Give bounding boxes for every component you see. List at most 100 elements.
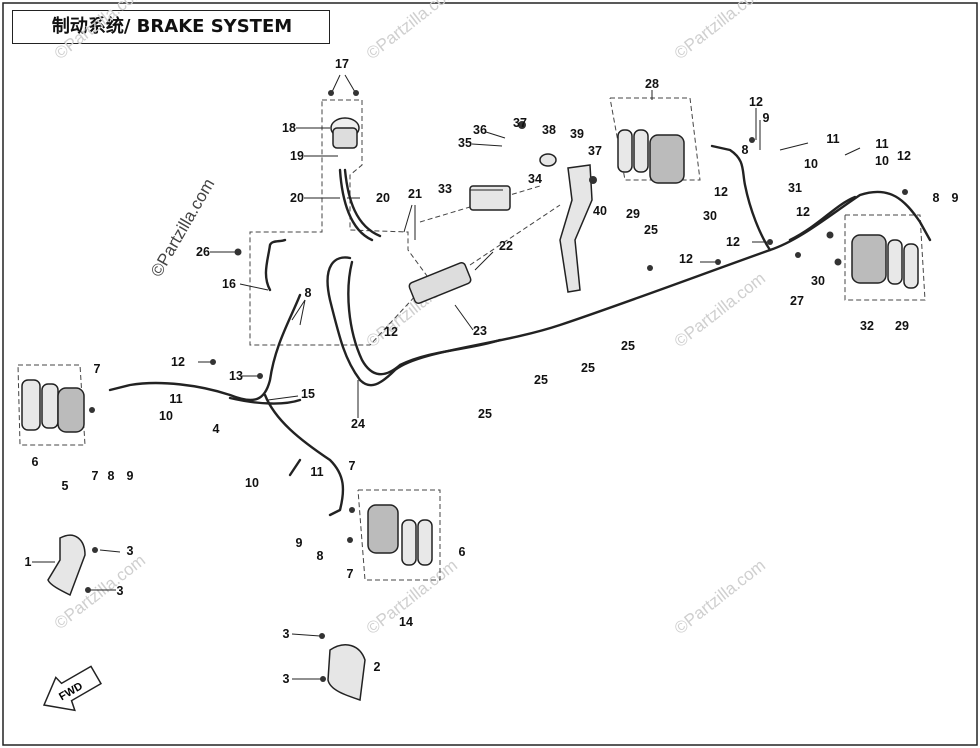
callout-12: 12 — [171, 355, 185, 369]
callout-5: 5 — [62, 479, 69, 493]
callout-1: 1 — [25, 555, 32, 569]
callout-19: 19 — [290, 149, 304, 163]
group-frames — [17, 97, 926, 581]
callout-16: 16 — [222, 277, 236, 291]
callout-25: 25 — [644, 223, 658, 237]
callout-18: 18 — [282, 121, 296, 135]
callout-26: 26 — [196, 245, 210, 259]
callout-37: 37 — [513, 116, 527, 130]
callout-30: 30 — [811, 274, 825, 288]
pedal-arm — [559, 164, 593, 293]
callout-28: 28 — [645, 77, 659, 91]
callout-12: 12 — [726, 235, 740, 249]
callout-40: 40 — [593, 204, 607, 218]
callout-8: 8 — [933, 191, 940, 205]
master-cylinder-frame — [249, 99, 431, 346]
callout-9: 9 — [952, 191, 959, 205]
callout-37: 37 — [588, 144, 602, 158]
callout-22: 22 — [499, 239, 513, 253]
reservoir — [332, 127, 358, 149]
front-right-line — [263, 393, 345, 517]
callout-14: 14 — [399, 615, 413, 629]
front-right-caliper — [367, 504, 433, 566]
callout-29: 29 — [895, 319, 909, 333]
front-bracket-line — [288, 458, 302, 477]
callout-12: 12 — [897, 149, 911, 163]
callout-9: 9 — [763, 111, 770, 125]
callout-12: 12 — [749, 95, 763, 109]
front-tee-line — [228, 396, 302, 405]
callout-11: 11 — [169, 392, 182, 406]
callout-7: 7 — [347, 567, 354, 581]
caliper-body — [57, 387, 85, 433]
pressure-switch-line — [264, 238, 287, 292]
callout-20: 20 — [290, 191, 304, 205]
brake-pad-b — [633, 129, 649, 173]
callout-12: 12 — [384, 325, 398, 339]
callout-3: 3 — [283, 672, 290, 686]
rear-caliper-upper — [617, 129, 685, 184]
rear-caliper-lower — [851, 234, 919, 289]
callout-6: 6 — [32, 455, 39, 469]
callout-9: 9 — [127, 469, 134, 483]
leader-lines — [32, 74, 861, 680]
front-left-line — [108, 293, 302, 402]
brake-pad-b — [903, 243, 919, 289]
callout-12: 12 — [796, 205, 810, 219]
brake-pad-a — [617, 129, 633, 173]
caliper-body — [367, 504, 399, 554]
rear-upper-line — [710, 144, 772, 252]
title-box: 制动系统/ BRAKE SYSTEM — [12, 10, 330, 44]
callout-32: 32 — [860, 319, 874, 333]
pedal-leader — [419, 185, 541, 223]
callout-12: 12 — [714, 185, 728, 199]
callout-27: 27 — [790, 294, 804, 308]
callout-13: 13 — [229, 369, 243, 383]
callout-30: 30 — [703, 209, 717, 223]
fasteners — [85, 90, 908, 682]
brake-guards — [47, 534, 366, 702]
callout-15: 15 — [301, 387, 315, 401]
caliper-body — [851, 234, 887, 284]
callout-4: 4 — [213, 422, 220, 436]
callout-10: 10 — [245, 476, 259, 490]
cylinder-body — [408, 262, 472, 304]
callout-12: 12 — [679, 252, 693, 266]
master-cylinder — [330, 117, 472, 304]
callout-3: 3 — [283, 627, 290, 641]
callout-29: 29 — [626, 207, 640, 221]
callout-35: 35 — [458, 136, 472, 150]
callout-11: 11 — [875, 137, 888, 151]
pedal-leader-2 — [469, 204, 561, 266]
callout-2: 2 — [374, 660, 381, 674]
front-right-caliper-frame — [357, 489, 441, 581]
callout-8: 8 — [317, 549, 324, 563]
callout-17: 17 — [335, 57, 349, 71]
callout-10: 10 — [804, 157, 818, 171]
callout-31: 31 — [788, 181, 802, 195]
brake-pad-left — [21, 379, 41, 431]
callout-8: 8 — [108, 469, 115, 483]
callout-6: 6 — [459, 545, 466, 559]
brake-lines — [108, 144, 932, 517]
callout-10: 10 — [875, 154, 889, 168]
callout-7: 7 — [349, 459, 356, 473]
rear-brake-line-inner — [347, 260, 502, 376]
callout-8: 8 — [742, 143, 749, 157]
callout-11: 11 — [826, 132, 839, 146]
callout-7: 7 — [94, 362, 101, 376]
watermark: ©Partzilla.com — [363, 0, 461, 63]
rear-brake-line — [326, 190, 932, 387]
callout-39: 39 — [570, 127, 584, 141]
callout-10: 10 — [159, 409, 173, 423]
diagram-title: 制动系统/ BRAKE SYSTEM — [51, 16, 293, 37]
front-left-caliper — [21, 379, 85, 433]
callout-21: 21 — [408, 187, 422, 201]
front-left-caliper-frame — [17, 364, 86, 446]
brake-pad-a — [401, 519, 417, 566]
callout-9: 9 — [296, 536, 303, 550]
callout-38: 38 — [542, 123, 556, 137]
callout-3: 3 — [117, 584, 124, 598]
